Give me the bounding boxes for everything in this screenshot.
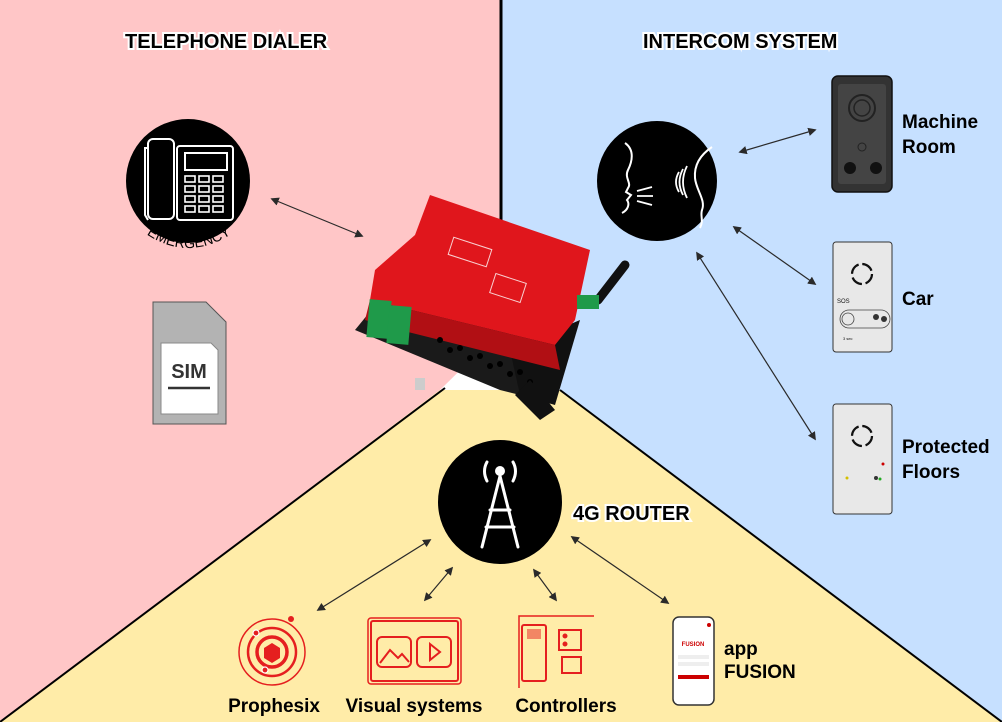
link-router-prophesix (316, 539, 432, 611)
visual-systems-icon (367, 617, 462, 685)
port-hole (487, 363, 493, 369)
keypad-key (212, 185, 224, 193)
port-hole (477, 353, 483, 359)
speaking-heads-icon (597, 121, 717, 241)
keypad-key (212, 175, 224, 183)
keypad-key (198, 185, 210, 193)
title-intercom-system: INTERCOM SYSTEM (643, 31, 837, 53)
keypad-key (198, 205, 210, 213)
keypad-key (184, 195, 196, 203)
port-hole (437, 337, 443, 343)
visual-systems-label: Visual systems (346, 696, 483, 717)
port-hole (447, 347, 453, 353)
protected-floors-label-line2: Floors (902, 462, 960, 483)
keypad-key (184, 205, 196, 213)
machine-room-panel (831, 75, 893, 193)
link-dialer-device (270, 197, 364, 238)
zone-divider-left (0, 387, 446, 722)
zone-divider-right (559, 389, 1002, 722)
fusion-phone-brand: FUSION (682, 642, 705, 648)
fusion-app-icon (672, 616, 715, 706)
port-hole (497, 361, 503, 367)
sim-label: SIM (171, 361, 207, 383)
link-router-fusion-app (570, 536, 670, 604)
keypad-key (212, 205, 224, 213)
keypad-key (184, 175, 196, 183)
title-4g-router: 4G ROUTER (573, 503, 690, 525)
link-intercom-machine-room (738, 127, 817, 155)
link-router-controllers (533, 568, 557, 602)
antenna-tower-icon (438, 440, 562, 564)
fusion-app-label-line1: app (724, 639, 758, 660)
keypad-key (212, 195, 224, 203)
sim-card-icon (152, 301, 227, 425)
protected-floors-panel (832, 403, 893, 515)
port-hole (467, 355, 473, 361)
keypad-key (184, 185, 196, 193)
title-telephone-dialer: TELEPHONE DIALER (125, 31, 328, 53)
port-hole (507, 371, 513, 377)
prophesix-label: Prophesix (228, 696, 320, 717)
zone-telephone-dialer (0, 0, 501, 722)
desk-phone-icon (126, 119, 250, 243)
machine-room-label-line2: Room (902, 137, 956, 158)
car-panel-hint: 3 sec (843, 336, 853, 341)
car-label: Car (902, 289, 934, 310)
port-hole (517, 369, 523, 375)
keypad-key (198, 175, 210, 183)
fusion-app-label-line2: FUSION (724, 662, 796, 683)
controllers-label: Controllers (515, 696, 616, 717)
link-intercom-protected-floors (696, 251, 816, 441)
car-panel-sos: SOS (837, 299, 850, 305)
port-hole (457, 345, 463, 351)
controllers-icon (518, 615, 594, 688)
keypad-key (198, 195, 210, 203)
central-unit-device (355, 195, 630, 420)
link-router-visual-systems (423, 566, 454, 602)
machine-room-label-line1: Machine (902, 112, 978, 133)
prophesix-icon (238, 616, 306, 686)
protected-floors-label-line1: Protected (902, 437, 990, 458)
car-panel (832, 241, 893, 353)
